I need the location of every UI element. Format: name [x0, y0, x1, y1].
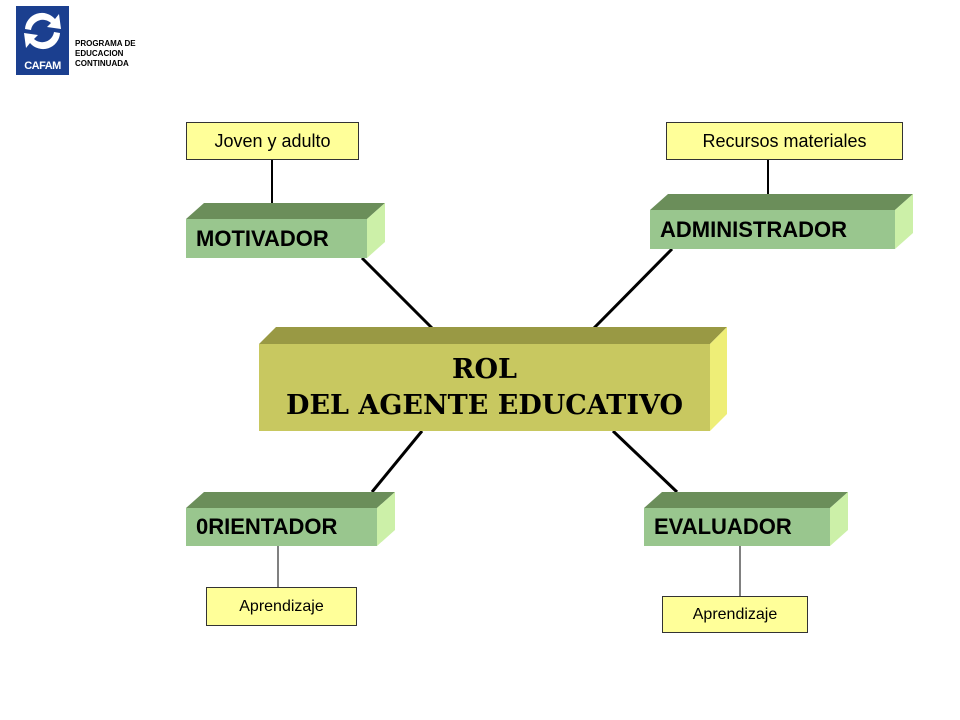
administrador-box-shape [650, 194, 913, 249]
line-motivador-center [360, 256, 434, 330]
center-title: ROL DEL AGENTE EDUCATIVO [259, 344, 710, 431]
line-center-evaluador [611, 429, 679, 494]
label-aprendizaje-evaluador: Aprendizaje [662, 596, 808, 633]
cafam-logo: CAFAM [16, 6, 69, 75]
center-title-line2: DEL AGENTE EDUCATIVO [286, 389, 683, 421]
evaluador-box-shape [644, 492, 848, 546]
label-recursos-materiales: Recursos materiales [666, 122, 903, 160]
center-box-shape [259, 327, 727, 431]
program-line: CONTINUADA [75, 59, 129, 68]
cafam-wordmark: CAFAM [24, 60, 61, 72]
role-motivador: MOTIVADOR [196, 225, 329, 251]
line-center-orientador [370, 430, 424, 493]
label-aprendizaje-orientador: Aprendizaje [206, 587, 357, 626]
role-evaluador: EVALUADOR [654, 514, 792, 539]
line-administrador-center [592, 247, 674, 330]
center-title-line1: ROL [452, 353, 517, 385]
role-administrador: ADMINISTRADOR [660, 216, 847, 242]
orientador-box-shape [186, 492, 395, 546]
cafam-logo-icon [24, 12, 61, 50]
program-line: EDUCACION [75, 49, 124, 58]
program-line: PROGRAMA DE [75, 39, 136, 48]
motivador-box-shape [186, 203, 385, 258]
program-label: PROGRAMA DE EDUCACION CONTINUADA [75, 39, 165, 69]
label-joven-adulto: Joven y adulto [186, 122, 359, 160]
role-orientador: 0RIENTADOR [196, 514, 338, 539]
